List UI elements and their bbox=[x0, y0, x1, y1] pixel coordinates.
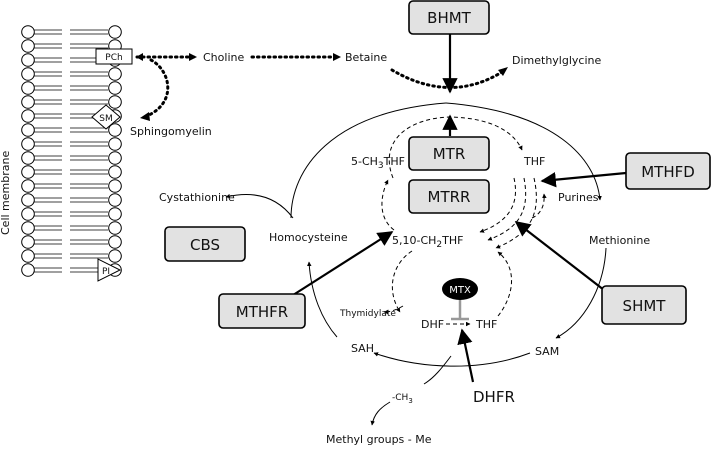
lipid-pair bbox=[21, 151, 122, 165]
lipid-pair bbox=[21, 123, 122, 137]
cycle-top-to-methionine bbox=[445, 102, 602, 201]
choline-betaine-branch: Choline Betaine Dimethylglycine Sphingom… bbox=[130, 51, 601, 138]
methyl-groups-label: Methyl groups - Me bbox=[326, 433, 432, 446]
mtx-inhibitor: MTX bbox=[442, 278, 478, 300]
lipid-pair bbox=[21, 249, 122, 263]
cycle-methionine-to-sam bbox=[555, 247, 607, 339]
sam-label: SAM bbox=[535, 345, 559, 358]
thf-to-ch2thf-dashed-arrow-3 bbox=[495, 177, 537, 249]
ch2thf-to-ch3thf-dashed-arrow bbox=[381, 179, 395, 231]
dimethylglycine-label: Dimethylglycine bbox=[512, 54, 601, 67]
thf-to-ch2thf-lower-dashed-arrow bbox=[497, 251, 512, 317]
pch-label: PCh bbox=[105, 53, 122, 63]
thf-bottom-label: THF bbox=[475, 318, 497, 331]
cycle-sah-to-homocysteine bbox=[307, 261, 338, 338]
mthfd-enzyme: MTHFD bbox=[625, 152, 711, 190]
thf-top-label: THF bbox=[523, 155, 545, 168]
dhfr-label: DHFR bbox=[473, 388, 515, 406]
lipid-pair bbox=[21, 165, 122, 179]
sphingomyelin-label: Sphingomyelin bbox=[130, 125, 212, 138]
bhmt-label: BHMT bbox=[427, 9, 472, 27]
cycle-sam-to-sah bbox=[373, 352, 531, 367]
mtrr-label: MTRR bbox=[428, 188, 471, 206]
mthfr-arrow bbox=[289, 231, 394, 298]
lipid-pair bbox=[21, 95, 122, 109]
ch3-to-methyl-groups-arrow bbox=[370, 401, 391, 426]
ch3thf-label: 5-CH3THF bbox=[351, 155, 405, 171]
homocysteine-label: Homocysteine bbox=[269, 231, 348, 244]
dhfr-arrow bbox=[457, 328, 475, 383]
to-thymidylate-dashed-arrow bbox=[383, 305, 404, 315]
betaine-dimethylglycine-dotted-arrow bbox=[390, 68, 504, 89]
sm-arrowhead bbox=[140, 112, 150, 121]
lipid-pair bbox=[21, 25, 122, 39]
lipid-pair bbox=[21, 179, 122, 193]
metabolite-labels: 5-CH3THF THF Purines Cystathionine Homoc… bbox=[159, 155, 650, 446]
purines-label: Purines bbox=[558, 191, 599, 204]
mthfr-enzyme: MTHFR bbox=[218, 293, 306, 329]
bhmt-enzyme: BHMT bbox=[408, 0, 490, 35]
lipid-pair bbox=[21, 221, 122, 235]
methionine-cycle bbox=[225, 102, 607, 426]
mtr-enzyme: MTR bbox=[408, 136, 490, 171]
cystathionine-label: Cystathionine bbox=[159, 191, 235, 204]
pch-sm-dotted-arrow bbox=[145, 58, 170, 118]
lipid-pair bbox=[21, 235, 122, 249]
ch3-label: -CH3 bbox=[392, 393, 413, 405]
mtrr-enzyme: MTRR bbox=[408, 179, 490, 214]
homocysteine-to-cystathionine-arrow bbox=[225, 193, 294, 219]
methionine-label: Methionine bbox=[589, 234, 650, 247]
choline-label: Choline bbox=[203, 51, 244, 64]
betaine-arrowhead bbox=[333, 53, 341, 61]
mtr-label: MTR bbox=[433, 145, 466, 163]
lipid-pair bbox=[21, 81, 122, 95]
pi-label: PI bbox=[102, 267, 110, 277]
shmt-arrow bbox=[514, 221, 605, 291]
pch-marker: PCh bbox=[95, 48, 133, 65]
cbs-enzyme: CBS bbox=[164, 226, 246, 262]
sah-label: SAH bbox=[351, 342, 374, 355]
sm-label: SM bbox=[99, 114, 112, 124]
thymidylate-label: Thymidylate bbox=[339, 309, 396, 319]
pch-arrowhead bbox=[136, 53, 143, 61]
ch2thf-to-dhf-dashed-arrow bbox=[391, 250, 413, 313]
choline-arrowhead bbox=[189, 53, 197, 61]
ch2thf-label: 5,10-CH2THF bbox=[392, 234, 463, 250]
thf-to-ch2thf-dashed-arrow bbox=[479, 177, 516, 233]
thf-to-ch2thf-dashed-arrow-2 bbox=[487, 177, 527, 241]
sam-methyl-branch bbox=[423, 355, 452, 385]
betaine-label: Betaine bbox=[345, 51, 387, 64]
lipid-pair bbox=[21, 137, 122, 151]
cbs-label: CBS bbox=[190, 236, 220, 254]
cycle-homocysteine-to-top bbox=[290, 102, 447, 219]
cell-membrane: Cell membrane PCh SM PI bbox=[0, 25, 133, 282]
sm-marker: SM bbox=[91, 104, 121, 130]
dimethylglycine-arrowhead bbox=[498, 67, 508, 76]
mthfr-label: MTHFR bbox=[236, 303, 288, 321]
mthfd-label: MTHFD bbox=[641, 163, 695, 181]
shmt-label: SHMT bbox=[623, 297, 667, 315]
lipid-pair bbox=[21, 67, 122, 81]
dhf-label: DHF bbox=[421, 318, 444, 331]
cell-membrane-label: Cell membrane bbox=[0, 151, 12, 235]
mthfd-arrow bbox=[540, 171, 627, 188]
lipid-pair bbox=[21, 193, 122, 207]
thf-to-purines-dashed-arrow bbox=[531, 193, 547, 219]
enzyme-arrows bbox=[289, 32, 627, 383]
lipid-pair bbox=[21, 207, 122, 221]
pi-marker: PI bbox=[97, 258, 122, 282]
enzyme-boxes: BHMT MTR MTRR MTHFD CBS MTHFR SHMT MTX bbox=[164, 0, 711, 406]
mtx-label: MTX bbox=[449, 285, 471, 296]
shmt-enzyme: SHMT bbox=[601, 285, 687, 325]
